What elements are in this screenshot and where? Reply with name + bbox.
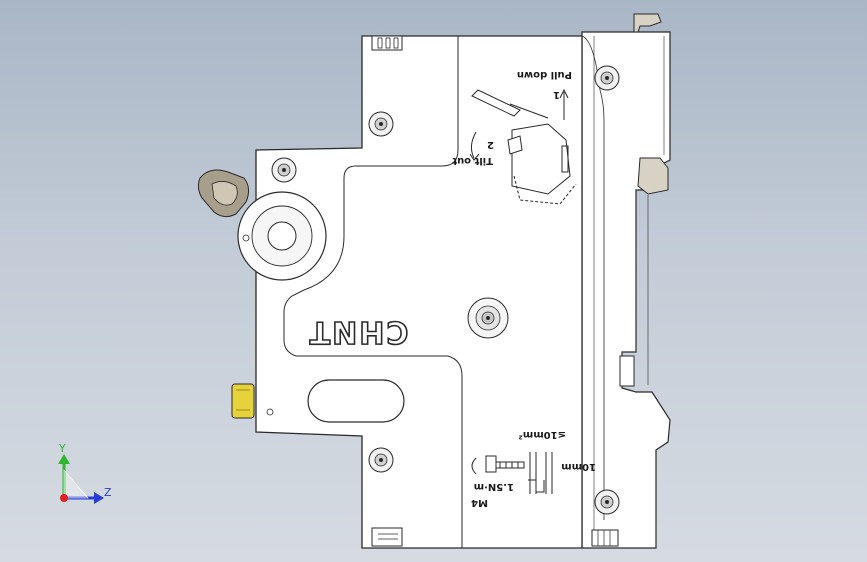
rotary-hub[interactable] [237, 191, 327, 281]
latch-bottom [371, 527, 403, 547]
rail-hook-top [633, 13, 662, 33]
terminal-diagram [471, 452, 553, 494]
hole-marker [266, 408, 274, 416]
y-arrow-icon [58, 454, 70, 464]
screw-size-label: M4 [471, 497, 488, 508]
z-arrow-icon [94, 492, 104, 504]
y-axis-label: Y [58, 442, 66, 455]
front-contour [283, 36, 463, 548]
origin-icon [60, 494, 68, 502]
z-axis-label: Z [104, 486, 112, 499]
axis-triad: Y Z [58, 442, 112, 504]
tilt-out-label: Tilt out [452, 155, 493, 166]
rotary-knob[interactable] [197, 169, 250, 218]
trip-tab[interactable] [231, 383, 255, 419]
cross-section-label: ≤10mm² [518, 429, 566, 440]
step-1-label: 1 [553, 89, 560, 100]
brand-logo: CHNT [308, 314, 409, 349]
triad-plane [63, 469, 89, 499]
screw-icon [467, 297, 509, 339]
front-contour [599, 89, 605, 520]
latch-bottom-right [591, 529, 619, 547]
side-slot [619, 355, 635, 387]
latch-top [371, 35, 403, 51]
rail-clip [637, 157, 669, 195]
screw-icon [594, 65, 620, 91]
screw-icon [271, 157, 297, 183]
lever-slot[interactable] [307, 379, 405, 423]
screw-icon [594, 489, 620, 515]
step-2-label: 2 [487, 139, 494, 150]
strip-length-label: 10mm [561, 461, 596, 472]
torque-label: 1.5N·m [474, 481, 514, 492]
screw-icon [368, 111, 394, 137]
screw-icon [368, 447, 394, 473]
pull-down-label: Pull down [517, 69, 572, 80]
mounting-diagram [469, 88, 577, 205]
